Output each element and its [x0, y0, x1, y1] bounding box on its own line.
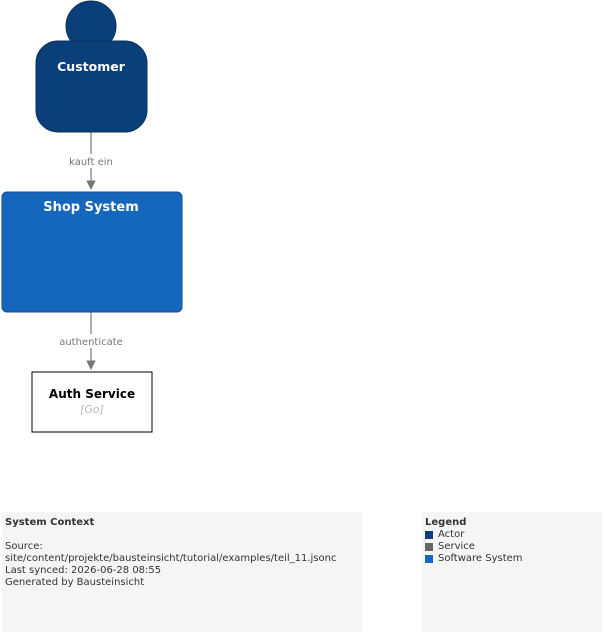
legend-item-service: Service	[425, 541, 599, 553]
shop-system-label: Shop System	[43, 200, 139, 215]
legend-item-label: Actor	[438, 529, 465, 540]
actor-swatch-icon	[425, 531, 433, 539]
auth-service-technology: [Go]	[80, 403, 104, 416]
legend-panel: Legend Actor Service Software System	[422, 512, 602, 632]
shop-system-node[interactable]: Shop System	[1, 191, 183, 313]
legend-item-label: Software System	[438, 553, 523, 564]
generated-by: Generated by Bausteinsicht	[5, 577, 145, 588]
legend-item-actor: Actor	[425, 529, 599, 541]
customer-label: Customer	[57, 59, 126, 74]
legend-item-software-system: Software System	[425, 553, 599, 565]
info-panel-title: System Context	[5, 517, 95, 528]
system-context-info-panel: System Context Source: site/content/proj…	[2, 512, 362, 632]
edge-label-kauft-ein: kauft ein	[69, 157, 113, 168]
customer-actor[interactable]: Customer	[35, 0, 148, 133]
auth-service-node[interactable]: Auth Service [Go]	[31, 371, 153, 433]
software-system-swatch-icon	[425, 555, 433, 563]
edge-customer-to-shop-system[interactable]: kauft ein	[64, 132, 118, 190]
legend-title: Legend	[425, 517, 467, 528]
edge-shop-system-to-auth-service[interactable]: authenticate	[56, 312, 126, 370]
edge-label-authenticate: authenticate	[59, 337, 123, 348]
last-synced: Last synced: 2026-06-28 08:55	[5, 565, 162, 576]
auth-service-label: Auth Service	[49, 387, 135, 401]
source-label: Source:	[5, 541, 43, 552]
source-path[interactable]: site/content/projekte/bausteinsicht/tuto…	[5, 553, 337, 564]
legend-item-label: Service	[438, 541, 475, 552]
actor-body	[35, 40, 148, 133]
service-swatch-icon	[425, 543, 433, 551]
